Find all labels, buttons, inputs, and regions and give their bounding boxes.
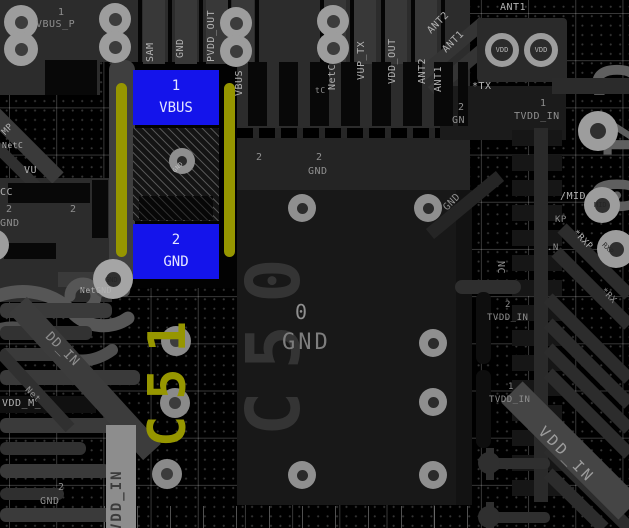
via[interactable] — [220, 35, 252, 67]
net-label-n: .N — [547, 243, 559, 253]
pin-label-bottom-2: 2 — [58, 482, 65, 493]
pin-label-left-2a: 2 — [6, 204, 13, 215]
via[interactable] — [152, 459, 182, 489]
via[interactable] — [317, 32, 349, 64]
pin-label-tvdd-low-num: 1 — [508, 382, 514, 392]
pin-label-gn: GN — [452, 115, 466, 126]
net-label-kp: KP — [555, 215, 567, 225]
net-label-vbus: VBUS — [234, 69, 245, 96]
via-vdd-right[interactable]: VDD — [524, 33, 558, 67]
ref-c51[interactable]: C51 — [138, 305, 198, 447]
net-label-left-gnd: GND — [0, 218, 20, 229]
net-label-sam: SAM — [145, 42, 156, 62]
via-mid[interactable] — [584, 187, 620, 223]
net-label-netgnd: NetGND — [80, 286, 112, 295]
pad-number: 1 — [171, 77, 181, 94]
via[interactable] — [99, 3, 131, 35]
pin-label-tvdd-top: TVDD_IN — [514, 111, 560, 122]
via-netgnd[interactable] — [93, 259, 133, 299]
via[interactable] — [99, 31, 131, 63]
net-label-netc: NetC — [327, 63, 338, 90]
via[interactable] — [220, 7, 252, 39]
net-label-ant2-v: ANT2 — [417, 57, 428, 84]
ic-pin2-b-net: GND — [308, 166, 328, 177]
pin-label-left-2b: 2 — [70, 204, 77, 215]
via[interactable] — [419, 329, 447, 357]
net-label-vbus-p: VBUS_P — [36, 19, 76, 30]
ic-pin2-a: 2 — [256, 152, 263, 163]
silkscreen-bar-right[interactable] — [224, 83, 235, 257]
via[interactable] — [414, 194, 442, 222]
via[interactable] — [4, 32, 38, 66]
pad-number: 2 — [171, 231, 181, 248]
ic-pin2-b: 2 — [316, 152, 323, 163]
via[interactable] — [317, 5, 349, 37]
via[interactable] — [288, 194, 316, 222]
pin-label-2: 2 — [458, 102, 465, 113]
net-label-gnd-top: GND — [175, 38, 186, 58]
ic-right-edge-strip — [456, 190, 472, 505]
via[interactable] — [419, 461, 447, 489]
pin-label-tvdd-mid: TVDD_IN — [487, 313, 529, 323]
highlighted-trace-vdd-in[interactable] — [106, 425, 136, 528]
pad-1-vbus[interactable]: 1 VBUS — [133, 70, 219, 125]
via-rxp[interactable] — [597, 230, 629, 268]
via[interactable] — [578, 111, 618, 151]
ic-tc: tC — [315, 86, 326, 95]
via-netgnd-label: GND — [105, 276, 118, 284]
ic-package-top[interactable] — [237, 138, 470, 190]
net-label-ant1-v: ANT1 — [433, 65, 444, 92]
net-label-mid: /MID — [560, 191, 587, 202]
net-label-bottom-gnd: GND — [40, 496, 60, 507]
net-label-vdd-in-vertical: VDD_IN — [109, 469, 125, 528]
ic-pad0-number: 0 — [295, 300, 308, 324]
via-hatch-gnd[interactable] — [169, 148, 195, 174]
net-label-vup-tx: VUP_TX — [356, 40, 367, 80]
ic-bottom-pad-row — [104, 506, 472, 528]
net-label-pvdd-out: PVDD_OUT — [206, 9, 217, 62]
ic-pin-tick-row — [237, 126, 470, 138]
net-label-nc: NC — [495, 261, 506, 275]
via[interactable] — [160, 388, 190, 418]
pad-2-gnd[interactable]: 2 GND — [133, 224, 219, 279]
via[interactable] — [161, 326, 191, 356]
net-label-ant1-top: ANT1 — [500, 2, 527, 13]
pad-net: GND — [163, 253, 189, 270]
net-label-cc: CC — [0, 187, 14, 198]
via[interactable] — [419, 388, 447, 416]
net-label-vdd-m: VDD_M_ — [2, 398, 42, 409]
silkscreen-bar-left[interactable] — [116, 83, 127, 257]
bare-board-slots — [4, 60, 468, 259]
courtyard-hatch-dark — [139, 196, 213, 220]
via-vdd-left[interactable]: VDD — [485, 33, 519, 67]
pin-label-tvdd-low: TVDD_IN — [489, 395, 531, 405]
net-label-vu: VU — [24, 165, 38, 176]
net-label-netc-tiny: NetC — [2, 141, 24, 150]
pad-net: VBUS — [159, 99, 193, 116]
pin-label-tvdd-mid-num: 2 — [505, 300, 511, 310]
ic-pad0-net: GND — [282, 330, 331, 355]
net-label-vdd-out: VDD_OUT — [387, 38, 398, 84]
via[interactable] — [0, 229, 9, 261]
via[interactable] — [288, 461, 316, 489]
via-mid-label: MID — [594, 201, 607, 209]
pin-label-tvdd-top-num: 1 — [540, 98, 547, 109]
courtyard-hatch — [133, 128, 219, 221]
via-net-label: VDD — [495, 46, 509, 54]
net-label-tx: *TX — [472, 81, 492, 92]
net-label-vbus-p-num: 1 — [58, 7, 65, 18]
via-net-label: VDD — [534, 46, 548, 54]
